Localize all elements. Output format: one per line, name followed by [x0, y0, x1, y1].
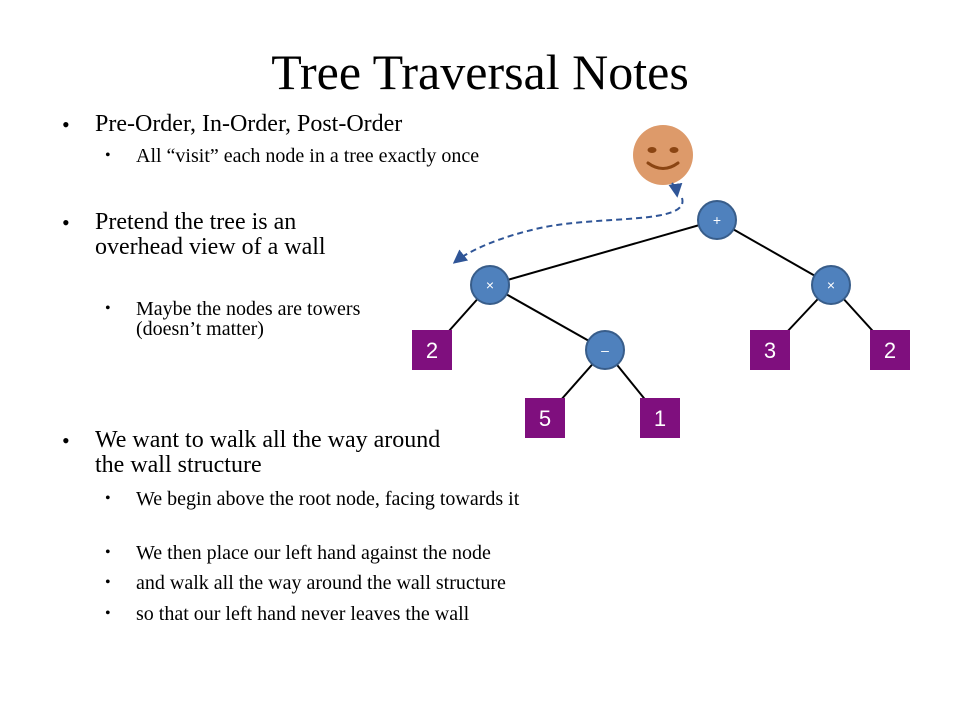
- tree-leaf-5: 5: [525, 398, 565, 438]
- sub-bullet-3-4-text: so that our left hand never leaves the w…: [136, 603, 470, 625]
- tree-node-right-times: ×: [811, 265, 851, 305]
- smiley-face-icon: [633, 125, 693, 185]
- walk-path-arrow: [452, 197, 684, 264]
- node-label: ×: [827, 277, 835, 293]
- bullet-dot: •: [105, 490, 111, 507]
- bullet-dot: •: [105, 300, 111, 317]
- tree-node-left-times: ×: [470, 265, 510, 305]
- sub-bullet-2-1: • Maybe the nodes are towers (doesn’t ma…: [105, 298, 381, 340]
- sub-bullet-3-2: • We then place our left hand against th…: [105, 542, 616, 564]
- tree-edges: [431, 219, 891, 419]
- node-label: 3: [764, 338, 776, 363]
- sub-bullet-3-3: • and walk all the way around the wall s…: [105, 572, 616, 594]
- bullet-2: • Pretend the tree is an overhead view o…: [62, 209, 327, 260]
- slide-title: Tree Traversal Notes: [271, 44, 689, 100]
- bullet-1: • Pre-Order, In-Order, Post-Order: [62, 111, 525, 138]
- tree-edge: [489, 219, 718, 286]
- node-label: 2: [884, 338, 896, 363]
- sub-bullet-3-1-text: We begin above the root node, facing tow…: [136, 488, 520, 510]
- bullet-dot: •: [62, 428, 70, 453]
- tree-edge: [489, 284, 606, 351]
- sub-bullet-3-3-text: and walk all the way around the wall str…: [136, 572, 506, 594]
- tree-node-minus: –: [585, 330, 625, 370]
- sub-bullet-3-2-text: We then place our left hand against the …: [136, 542, 491, 564]
- sub-bullet-3-1: • We begin above the root node, facing t…: [105, 488, 616, 510]
- bullet-dot: •: [105, 605, 111, 622]
- bullet-3-text: We want to walk all the way around the w…: [95, 427, 441, 478]
- tree-leaf-3: 3: [750, 330, 790, 370]
- sub-bullet-3-4: • so that our left hand never leaves the…: [105, 603, 616, 625]
- bullet-2-text: Pretend the tree is an overhead view of …: [95, 209, 326, 260]
- sub-bullet-2-1-text: Maybe the nodes are towers (doesn’t matt…: [136, 298, 361, 340]
- tree-edge: [716, 219, 832, 286]
- walk-path-start-arrow: [668, 182, 683, 198]
- bullet-dot: •: [105, 574, 111, 591]
- tree-leaf-2-right: 2: [870, 330, 910, 370]
- bullet-1-text: Pre-Order, In-Order, Post-Order: [95, 111, 403, 137]
- node-label: 1: [654, 406, 666, 431]
- node-label: –: [601, 342, 609, 358]
- bullet-dot: •: [62, 210, 70, 235]
- node-label: ×: [486, 277, 494, 293]
- bullet-dot: •: [105, 147, 111, 164]
- tree-node-root: +: [697, 200, 737, 240]
- bullet-dot: •: [105, 544, 111, 561]
- sub-bullet-1-1: • All “visit” each node in a tree exactl…: [105, 145, 596, 167]
- node-label: +: [713, 212, 721, 228]
- node-label: 5: [539, 406, 551, 431]
- tree-leaf-2-left: 2: [412, 330, 452, 370]
- node-label: 2: [426, 338, 438, 363]
- sub-bullet-1-1-text: All “visit” each node in a tree exactly …: [136, 145, 480, 167]
- tree-leaf-1: 1: [640, 398, 680, 438]
- bullet-3: • We want to walk all the way around the…: [62, 427, 470, 478]
- bullet-dot: •: [62, 112, 70, 137]
